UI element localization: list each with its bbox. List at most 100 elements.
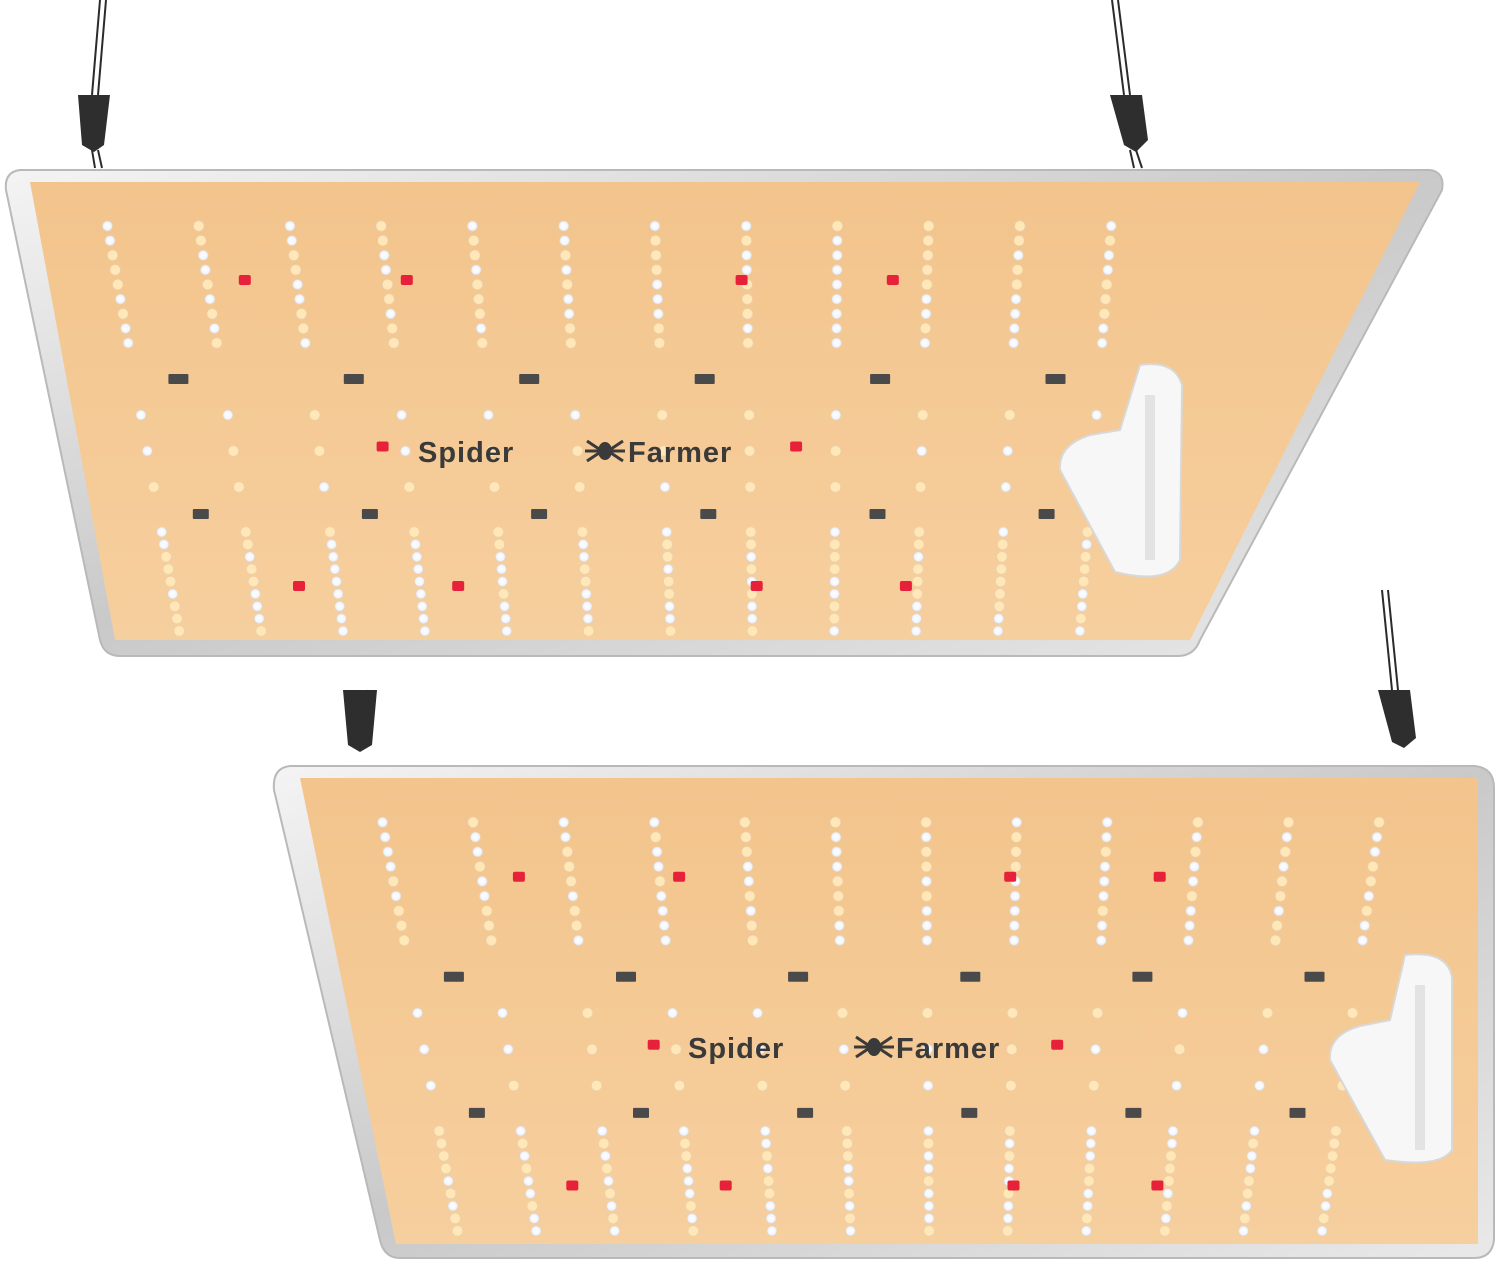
red-led-chip (1004, 871, 1017, 882)
led-chip (209, 322, 221, 334)
led-chip (415, 588, 427, 600)
led-chip (660, 934, 672, 946)
led-chip (1357, 934, 1369, 946)
led-chip (832, 890, 844, 902)
red-led-chip (719, 1180, 732, 1191)
grow-light-panel-front: Spider Farmer (272, 589, 1495, 1259)
led-chip (764, 1200, 776, 1212)
led-chip (921, 934, 933, 946)
led-chip (661, 526, 673, 538)
led-chip (565, 337, 577, 349)
led-chip (1088, 1080, 1100, 1092)
led-chip (515, 1125, 527, 1137)
led-chip (920, 308, 932, 320)
led-chip (583, 625, 595, 637)
led-chip (745, 563, 757, 575)
led-chip (921, 890, 933, 902)
led-chip (292, 278, 304, 290)
led-chip (1092, 1007, 1104, 1019)
led-chip (1008, 934, 1020, 946)
led-chip (664, 625, 676, 637)
led-chip (528, 1212, 540, 1224)
led-chip (1080, 1225, 1092, 1237)
led-chip (388, 337, 400, 349)
led-chip (1079, 563, 1091, 575)
led-chip (560, 264, 572, 276)
led-chip (1097, 905, 1109, 917)
led-chip (923, 1188, 935, 1200)
led-chip (381, 278, 393, 290)
led-chip (841, 1125, 853, 1137)
led-chip (1359, 920, 1371, 932)
led-chip (831, 861, 843, 873)
led-chip (393, 905, 405, 917)
led-chip (740, 235, 752, 247)
led-chip (1085, 1138, 1097, 1150)
led-chip (398, 934, 410, 946)
led-chip (831, 322, 843, 334)
led-chip (1096, 337, 1108, 349)
led-chip (653, 322, 665, 334)
driver-component (168, 374, 189, 384)
led-chip (581, 600, 593, 612)
led-chip (657, 905, 669, 917)
led-chip (829, 563, 841, 575)
led-chip (1270, 934, 1282, 946)
led-chip (651, 846, 663, 858)
led-chip (419, 625, 431, 637)
led-chip (1078, 575, 1090, 587)
led-chip (385, 308, 397, 320)
led-chip (829, 526, 841, 538)
led-chip (1014, 220, 1026, 232)
led-chip (438, 1150, 450, 1162)
led-chip (1011, 278, 1023, 290)
led-chip (607, 1212, 619, 1224)
led-chip (433, 1125, 445, 1137)
led-chip (1010, 846, 1022, 858)
led-chip (227, 445, 239, 457)
led-chip (1090, 1043, 1102, 1055)
led-chip (122, 337, 134, 349)
led-chip (759, 1125, 771, 1137)
led-chip (1166, 1138, 1178, 1150)
driver-component (788, 971, 809, 982)
led-chip (104, 235, 116, 247)
led-chip (1281, 831, 1293, 843)
led-chip (662, 563, 674, 575)
led-chip (474, 308, 486, 320)
led-chip (233, 481, 245, 493)
led-chip (995, 563, 1007, 575)
led-chip (913, 526, 925, 538)
led-chip (562, 293, 574, 305)
led-chip (1159, 1225, 1171, 1237)
red-led-chip (673, 871, 686, 882)
led-chip (599, 1150, 611, 1162)
led-chip (843, 1188, 855, 1200)
led-chip (915, 481, 927, 493)
led-chip (160, 551, 172, 563)
led-chip (921, 278, 933, 290)
led-chip (1010, 861, 1022, 873)
led-chip (997, 538, 1009, 550)
led-chip (1009, 890, 1021, 902)
led-chip (751, 1007, 763, 1019)
led-chip (923, 1200, 935, 1212)
led-chip (117, 308, 129, 320)
led-chip (481, 905, 493, 917)
led-chip (664, 613, 676, 625)
led-chip (739, 816, 751, 828)
led-chip (476, 337, 488, 349)
led-chip (1246, 1150, 1258, 1162)
led-chip (763, 1175, 775, 1187)
led-chip (1009, 905, 1021, 917)
led-chip (844, 1212, 856, 1224)
led-chip (662, 551, 674, 563)
driver-component (1132, 971, 1153, 982)
led-chip (508, 1080, 520, 1092)
led-chip (167, 588, 179, 600)
led-chip (1271, 920, 1283, 932)
led-chip (563, 861, 575, 873)
led-chip (496, 1007, 508, 1019)
led-chip (1369, 846, 1381, 858)
led-chip (482, 409, 494, 421)
